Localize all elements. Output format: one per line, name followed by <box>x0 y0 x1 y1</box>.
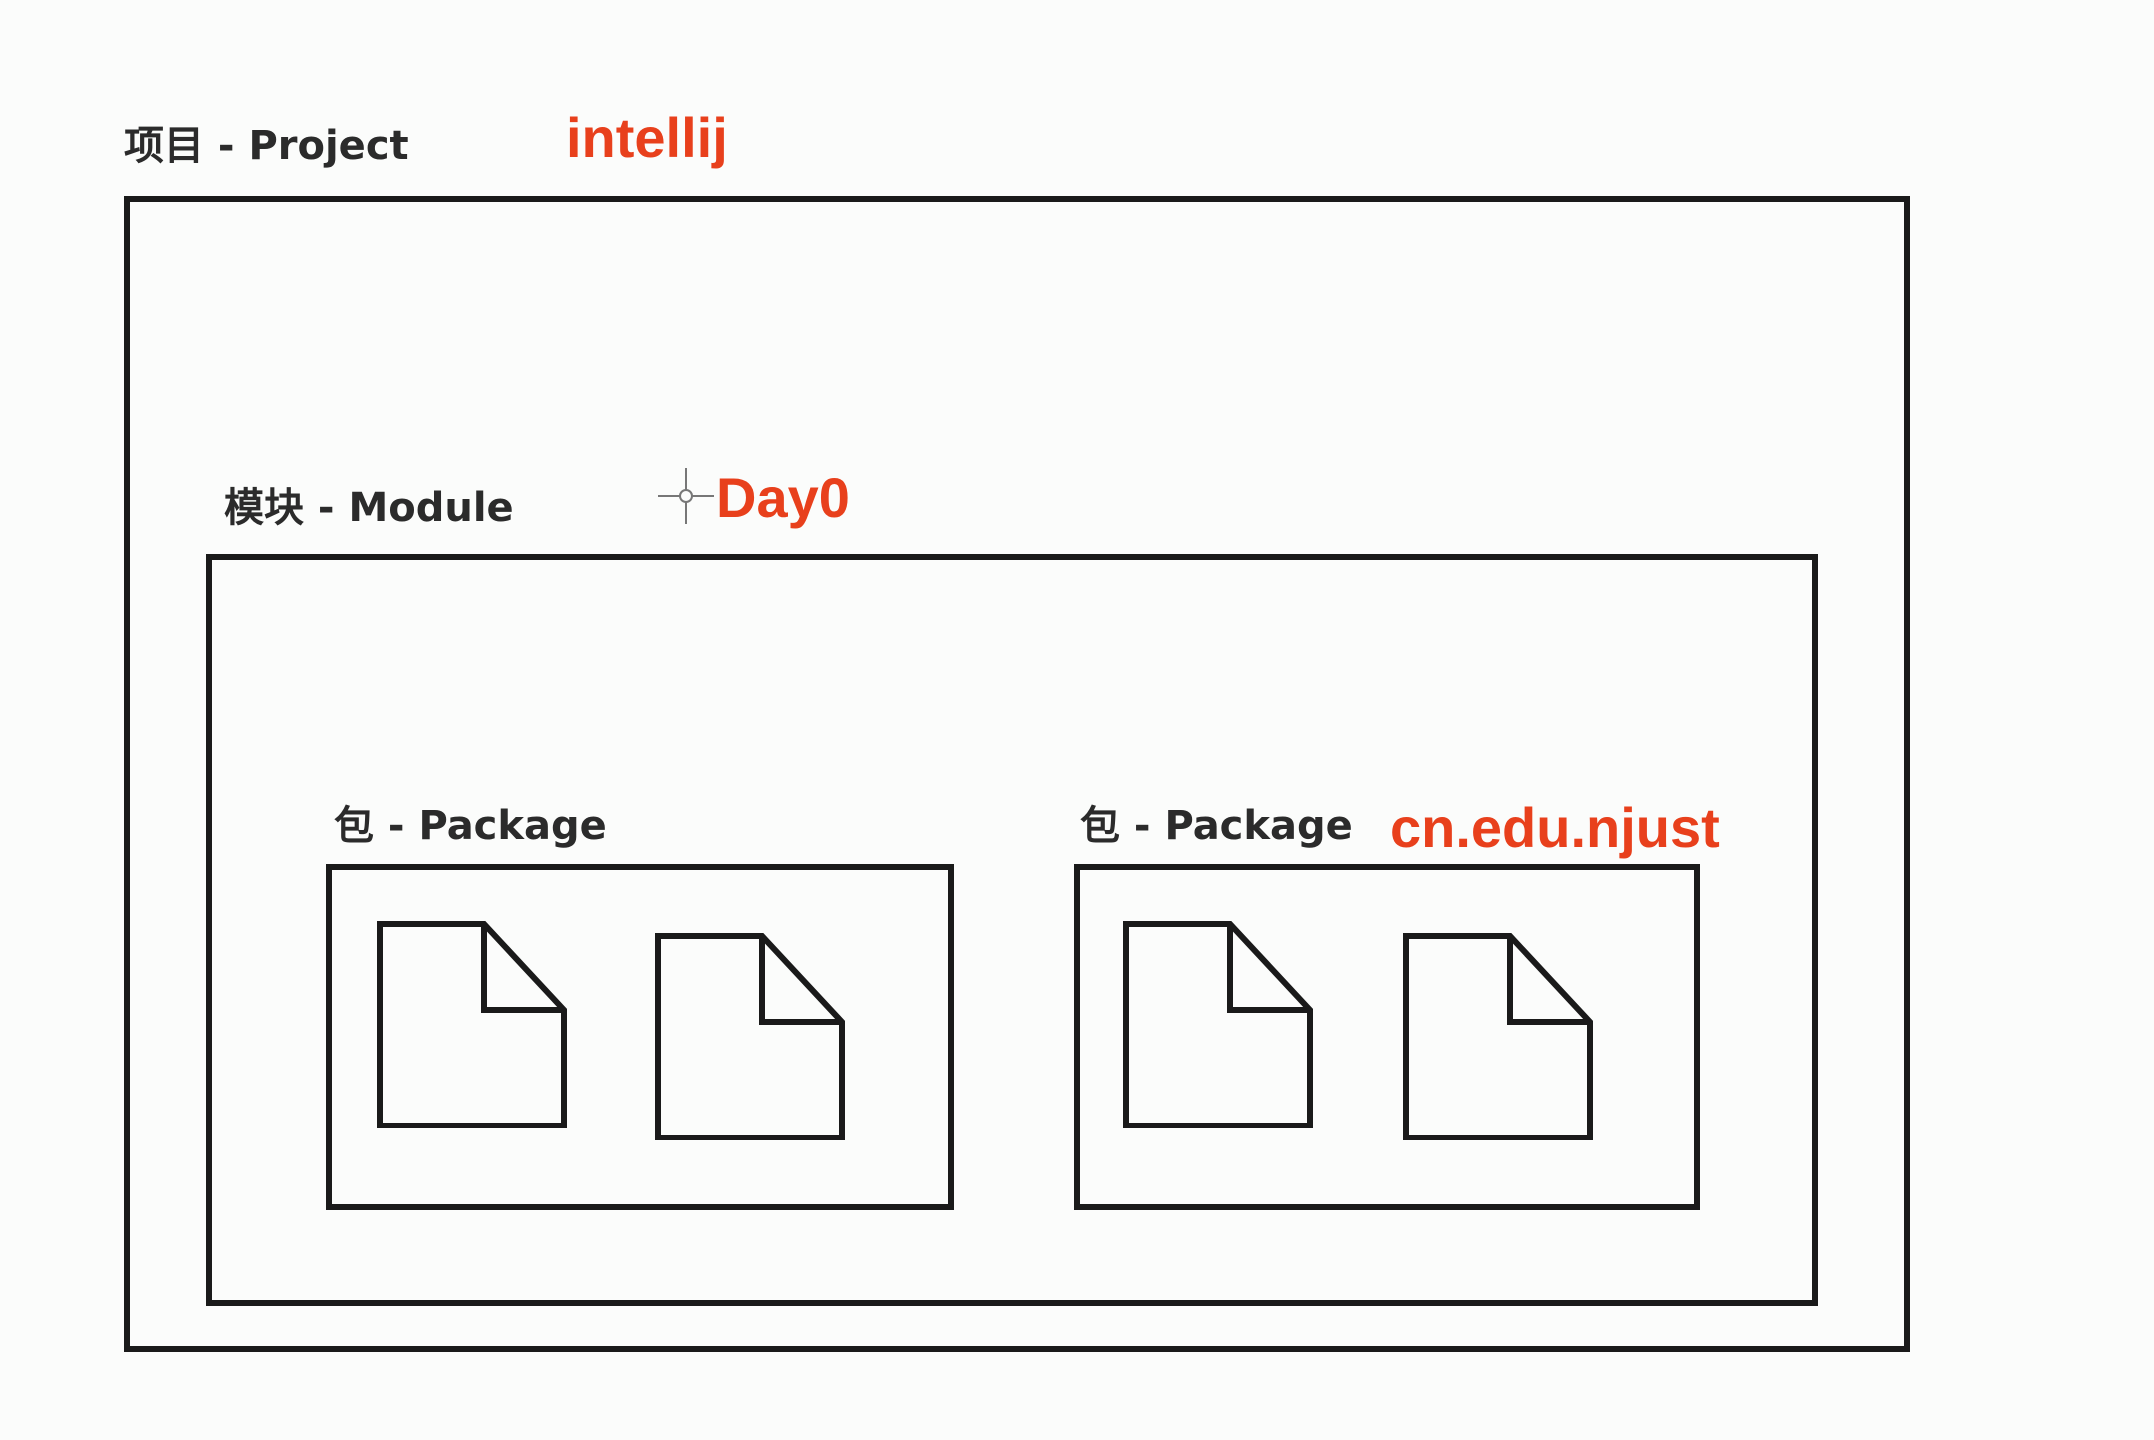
package-box <box>326 864 954 1210</box>
project-annotation: intellij <box>566 106 728 169</box>
project-box <box>124 196 1910 1352</box>
package-box <box>1074 864 1700 1210</box>
file-icon <box>655 933 845 1140</box>
package-label: 包 - Package <box>334 803 607 849</box>
module-annotation: Day0 <box>716 466 850 529</box>
package-annotation: cn.edu.njust <box>1390 796 1720 859</box>
project-label: 项目 - Project <box>124 123 409 169</box>
crosshair-cursor-icon <box>658 468 714 524</box>
package-label: 包 - Package <box>1080 803 1353 849</box>
file-icon <box>1403 933 1593 1140</box>
module-box <box>206 554 1818 1306</box>
module-label: 模块 - Module <box>224 485 514 531</box>
file-icon <box>1123 921 1313 1128</box>
file-icon <box>377 921 567 1128</box>
